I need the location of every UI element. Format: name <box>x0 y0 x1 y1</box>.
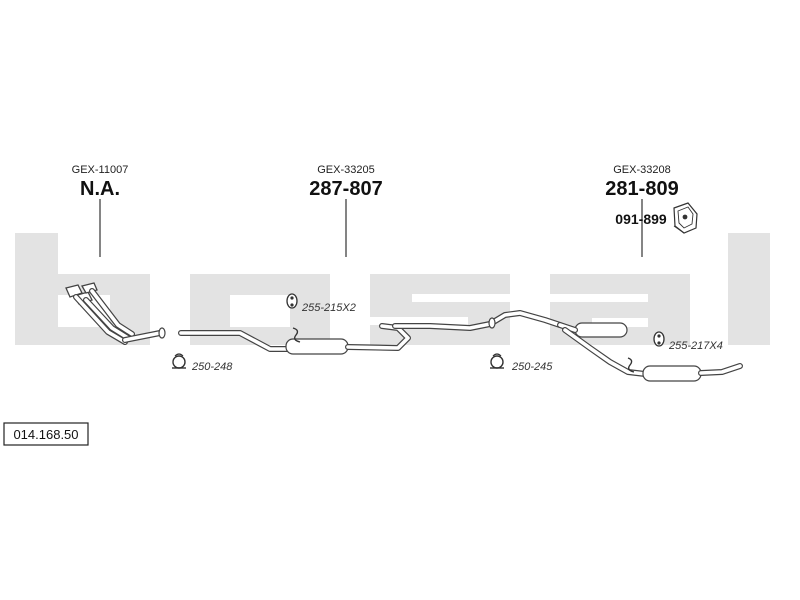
clamp-icon <box>490 353 504 369</box>
accessory-clamp-mid: 250-245 <box>490 353 553 373</box>
rear-muffler-upper <box>574 322 628 338</box>
part-label-front-pipe: GEX-11007 N.A. <box>72 164 129 257</box>
watermark-letter-l <box>728 233 770 345</box>
part-extra-code: 091-899 <box>615 211 667 227</box>
watermark-letter-o <box>190 274 330 345</box>
watermark-letter-s <box>370 274 510 345</box>
part-big-code: 281-809 <box>605 178 678 200</box>
reference-number: 014.168.50 <box>13 427 78 442</box>
part-label-centre-silencer: GEX-33205 287-807 <box>309 164 383 257</box>
reference-box: 014.168.50 <box>3 422 89 446</box>
part-big-code: N.A. <box>80 178 120 200</box>
mounting-bracket-icon <box>673 202 698 234</box>
clamp-mid-code: 250-245 <box>511 361 553 373</box>
accessory-clamp-front: 250-248 <box>172 353 233 373</box>
rear-muffler-lower <box>642 365 702 382</box>
accessory-hanger-front: 255-215X2 <box>286 293 356 314</box>
front-pipe-drawing <box>65 282 166 345</box>
clamp-front-code: 250-248 <box>191 361 233 373</box>
accessory-hanger-rear: 255-217X4 <box>653 331 723 352</box>
part-small-code: GEX-33208 <box>613 164 670 176</box>
rubber-hanger-icon <box>286 293 298 309</box>
rear-silencer-drawing <box>392 310 743 382</box>
clamp-icon <box>172 353 186 369</box>
rubber-hanger-icon <box>653 331 665 347</box>
part-small-code: GEX-33205 <box>317 164 374 176</box>
part-small-code: GEX-11007 <box>72 164 129 176</box>
hanger-rear-code: 255-217X4 <box>668 340 723 352</box>
hanger-front-code: 255-215X2 <box>301 302 356 314</box>
part-big-code: 287-807 <box>309 178 382 200</box>
part-label-rear-silencer: GEX-33208 281-809 091-899 <box>605 164 698 257</box>
middle-muffler <box>285 338 349 355</box>
watermark-letter-b <box>15 233 150 345</box>
